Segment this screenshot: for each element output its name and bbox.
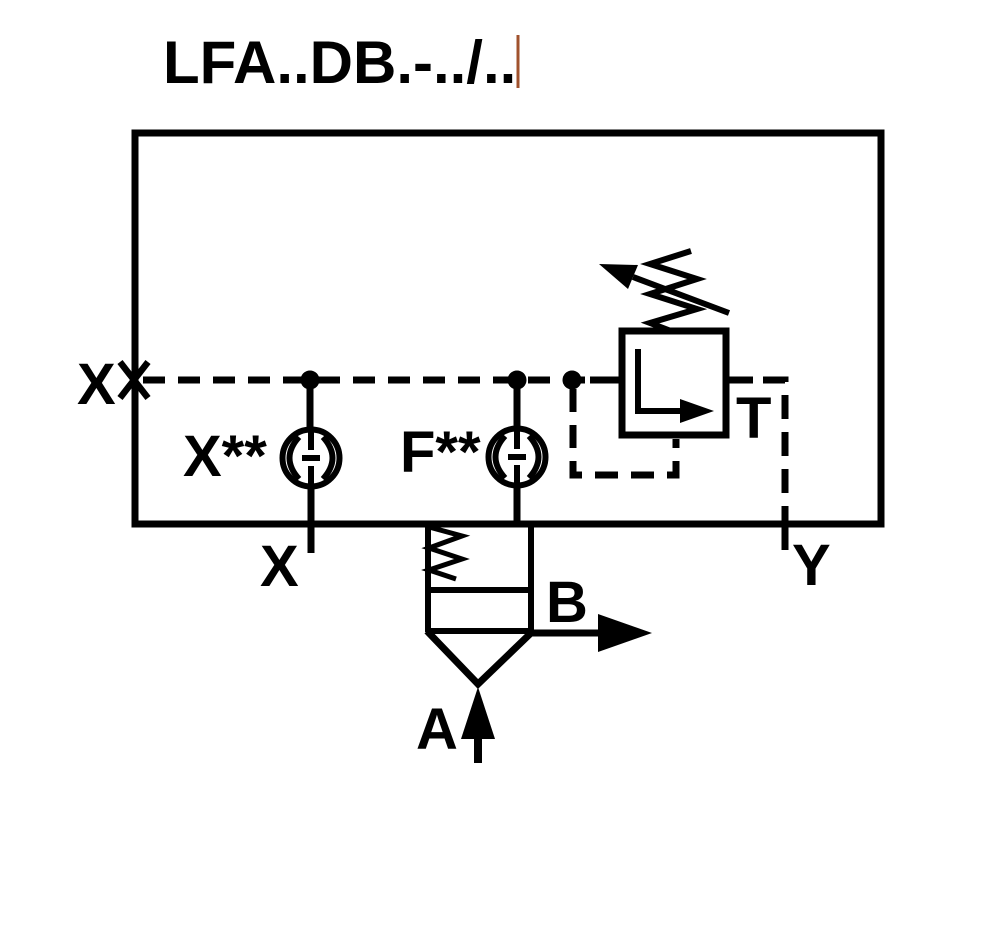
pilot-relief-valve-icon: [599, 248, 731, 439]
valve-housing-outline: [131, 129, 885, 528]
relief-spring-icon: [640, 248, 708, 334]
port-label-t: T: [736, 386, 771, 451]
cartridge-poppet-icon: [424, 628, 534, 689]
port-label-x-bottom: X: [260, 534, 299, 599]
relief-pilot-loop-line: [569, 389, 680, 479]
orifice-label-f: F**: [400, 420, 481, 485]
port-label-b: B: [546, 570, 588, 635]
cartridge-valve-icon: [421, 523, 534, 689]
relief-flow-path: [635, 349, 682, 414]
text-cursor-icon: [516, 35, 520, 88]
spring-adjust-line: [631, 274, 731, 316]
flow-arrow-b-icon: [531, 614, 652, 652]
schematic-linework: [117, 129, 885, 763]
port-label-y: Y: [792, 533, 831, 598]
flow-arrow-a-icon: [461, 687, 495, 763]
plugged-port-x-icon: [117, 360, 151, 400]
drain-line-y: [763, 376, 789, 523]
schematic-labels: X X** F** X T Y B A: [77, 352, 831, 762]
junction-dot: [507, 370, 527, 390]
spring-adjust-arrow-icon: [599, 264, 638, 289]
schematic-title: LFA..DB.-../..: [163, 29, 516, 96]
junction-dot: [300, 370, 320, 390]
cartridge-spring-icon: [421, 524, 471, 582]
orifice-x-icon: [279, 426, 343, 490]
orifice-label-x: X**: [183, 424, 267, 489]
relief-flow-arrow-icon: [680, 399, 714, 423]
port-label-x-left: X: [77, 352, 116, 417]
junction-dot: [562, 370, 582, 390]
port-label-a: A: [416, 697, 458, 762]
orifice-f-icon: [485, 425, 549, 489]
